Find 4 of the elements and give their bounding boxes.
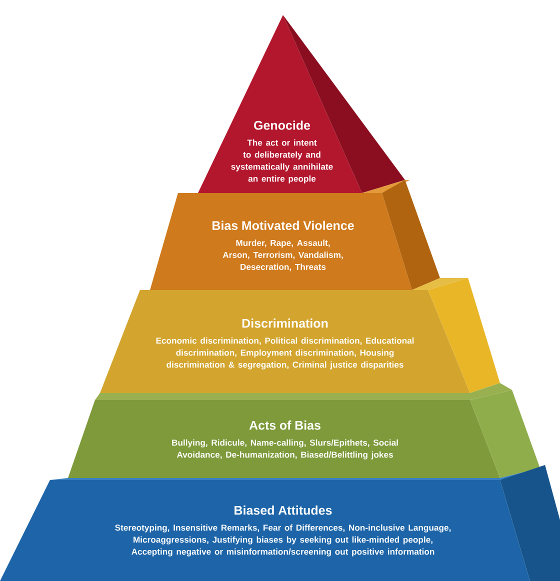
- pyramid-tier: Genocide The act or intent to deliberately and systematically annihilate an entire people: [198, 15, 405, 193]
- pyramid-tier: Discrimination Economic discrimination, Political discrimination, Educational discrimination, Employment discrimination, Housing discrimination & segregation, Criminal justice disparities: [100, 278, 500, 393]
- pyramid-tier: Biased Attitudes Stereotyping, Insensitive Remarks, Fear of Differences, Non-inclusive Language, Microaggressions, Justifying biases by seeking out like-minded people, Accepting negative or misinformation/screening out positive information: [0, 465, 560, 581]
- pyramid-tier: Acts of Bias Bullying, Ridicule, Name-calling, Slurs/Epithets, Social Avoidance, De-humanization, Biased/Belittling jokes: [68, 383, 540, 478]
